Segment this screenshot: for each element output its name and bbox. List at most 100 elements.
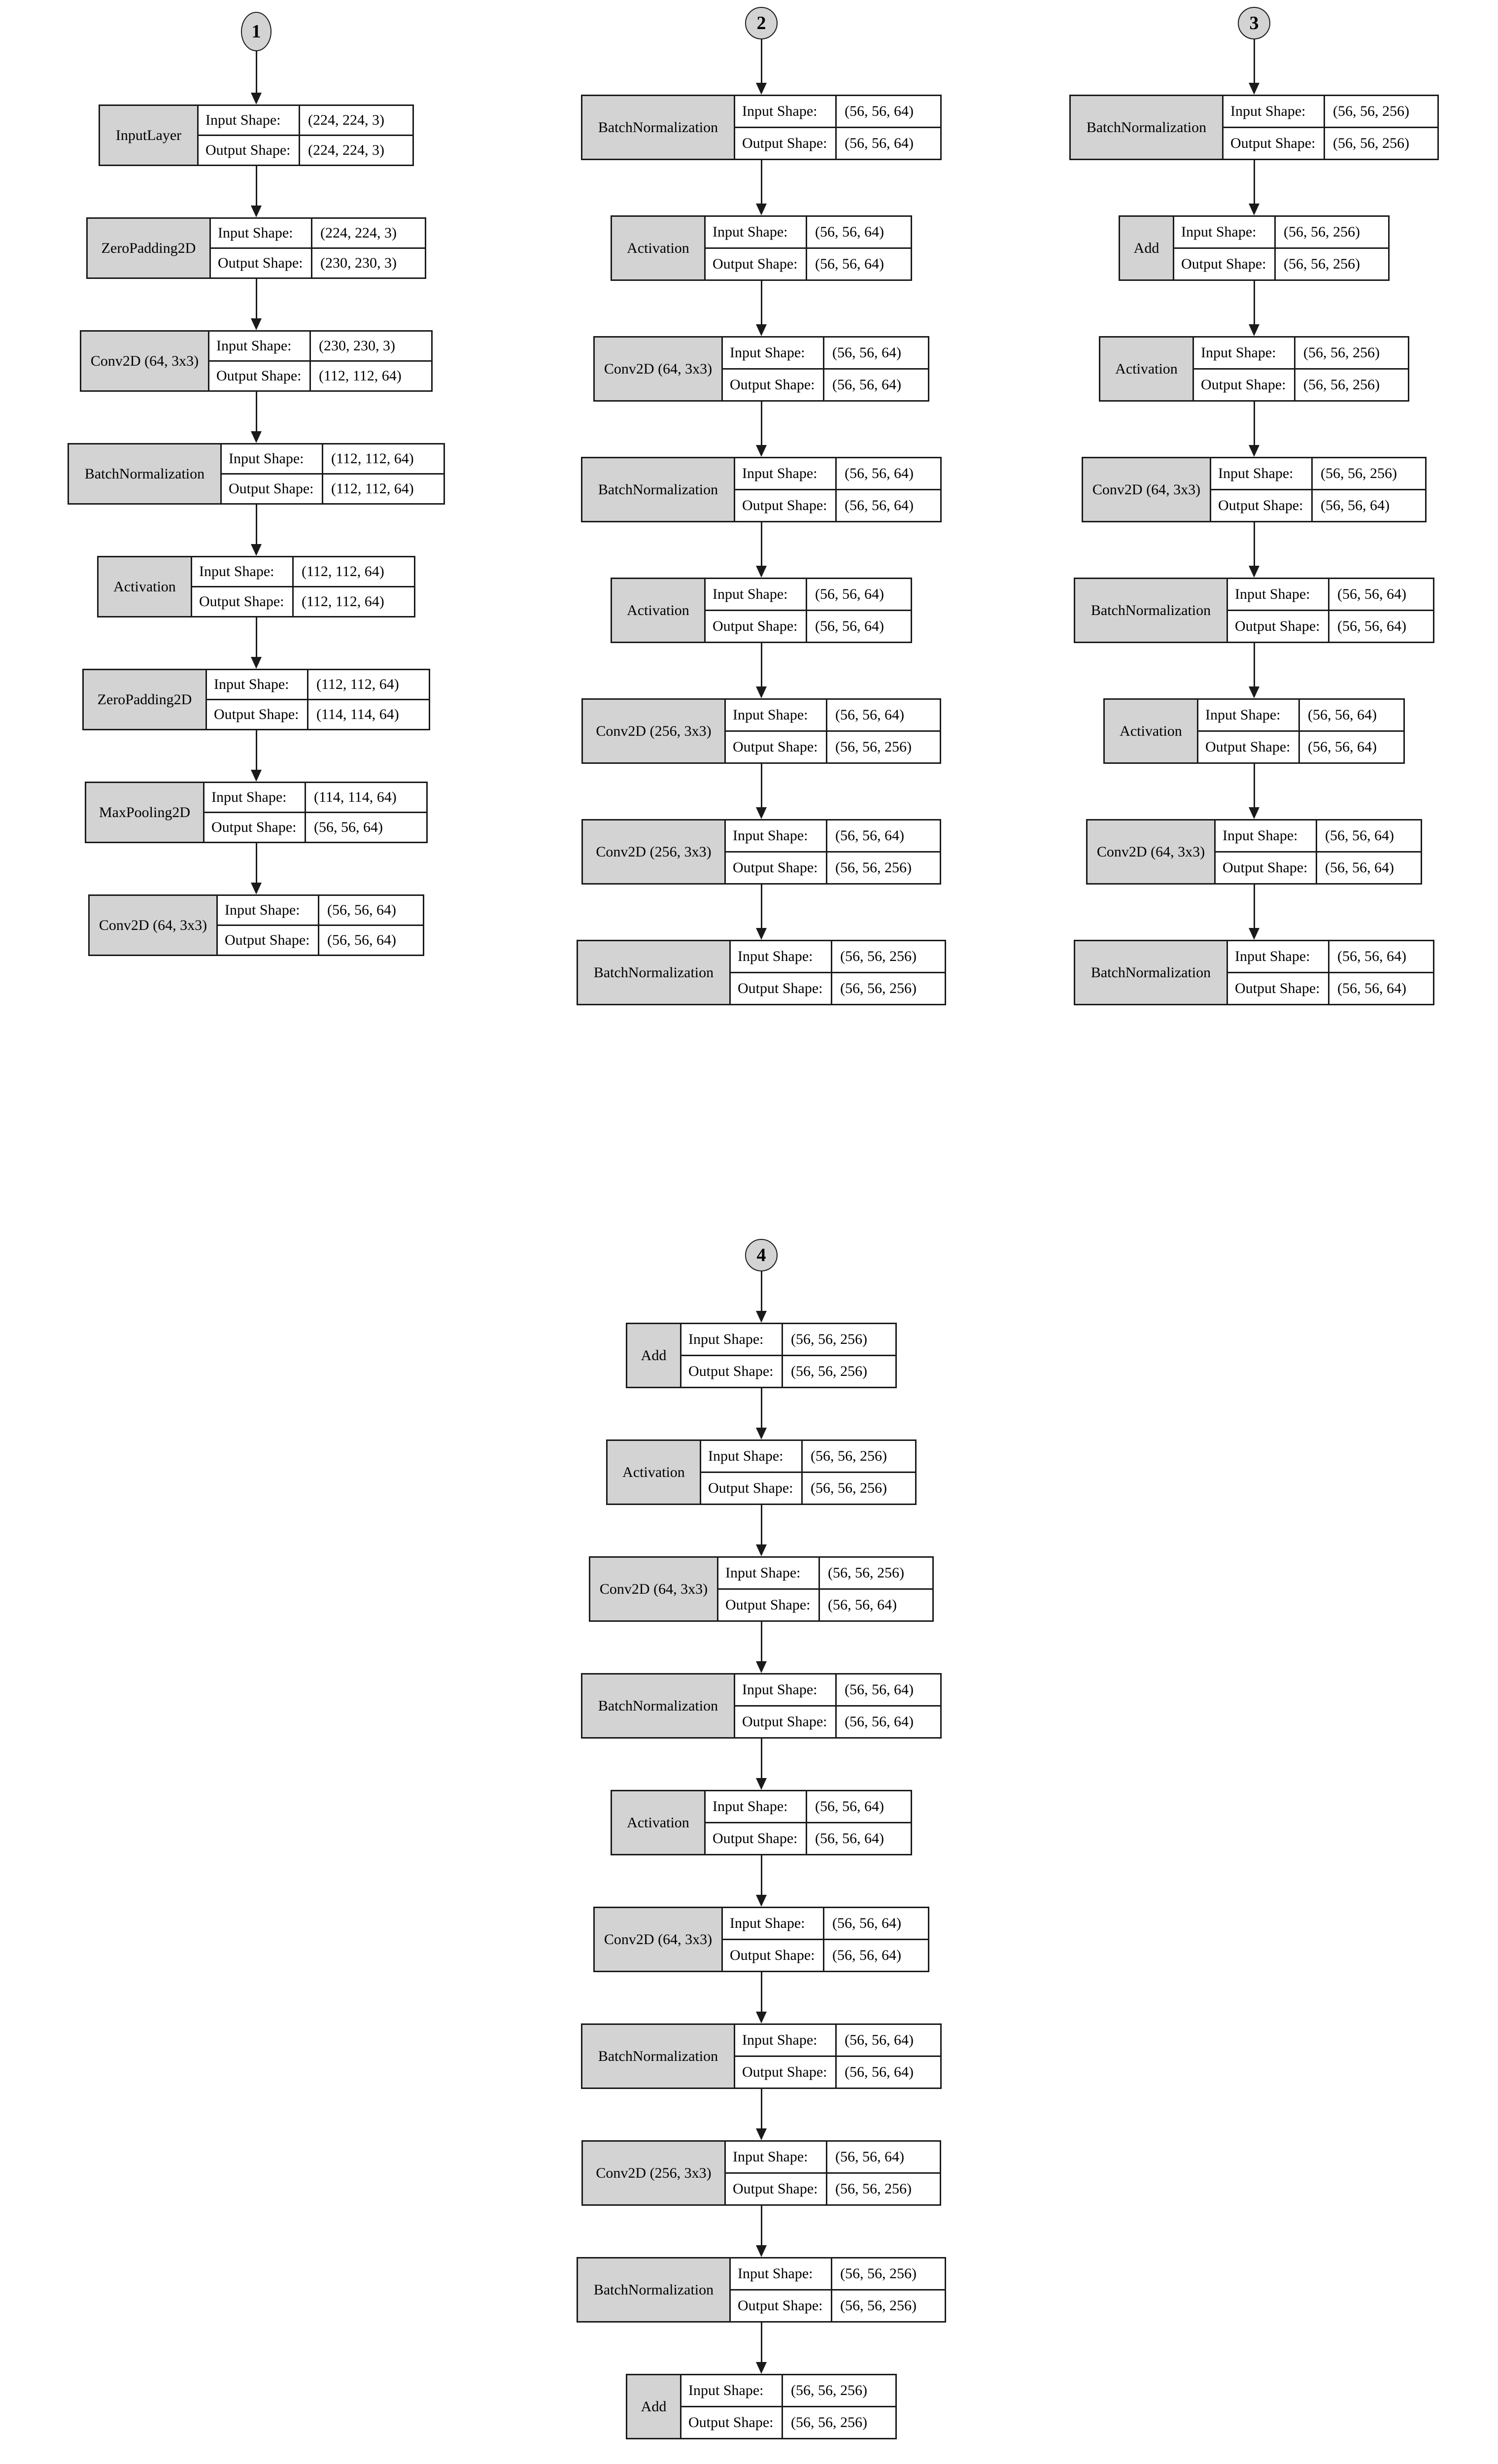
output-shape-row: Output Shape:(56, 56, 64) — [706, 611, 911, 642]
input-shape-label: Input Shape: — [218, 896, 319, 924]
output-shape-row: Output Shape:(56, 56, 64) — [735, 1707, 940, 1737]
output-shape-label: Output Shape: — [204, 813, 306, 842]
input-shape-value: (56, 56, 64) — [1308, 707, 1377, 723]
output-shape-row: Output Shape:(56, 56, 256) — [681, 2407, 895, 2438]
output-shape-label: Output Shape: — [1194, 370, 1295, 400]
arrow-shaft — [255, 279, 257, 319]
input-shape-row: Input Shape:(224, 224, 3) — [211, 219, 425, 249]
flow-arrow — [754, 2089, 769, 2140]
input-shape-label: Input Shape: — [726, 2142, 827, 2172]
layer-node[interactable]: Conv2D (64, 3x3)Input Shape:(56, 56, 256… — [589, 1556, 934, 1622]
layer-node[interactable]: Conv2D (64, 3x3)Input Shape:(230, 230, 3… — [80, 330, 433, 392]
input-shape-row: Input Shape:(56, 56, 64) — [726, 700, 940, 732]
input-shape-row: Input Shape:(56, 56, 256) — [1174, 217, 1388, 249]
layer-node[interactable]: Conv2D (256, 3x3)Input Shape:(56, 56, 64… — [581, 698, 941, 764]
arrow-head-icon — [251, 657, 262, 669]
layer-shape-table: Input Shape:(56, 56, 64)Output Shape:(56… — [1198, 700, 1403, 762]
output-shape-value: (56, 56, 64) — [1337, 980, 1406, 996]
layer-node[interactable]: Conv2D (64, 3x3)Input Shape:(56, 56, 64)… — [593, 336, 929, 402]
arrow-shaft — [760, 1855, 762, 1895]
layer-node[interactable]: Conv2D (64, 3x3)Input Shape:(56, 56, 64)… — [593, 1907, 929, 1972]
layer-name: Activation — [1105, 700, 1198, 762]
arrow-shaft — [760, 402, 762, 445]
input-shape-value: (56, 56, 256) — [1321, 465, 1397, 481]
arrow-shaft — [255, 392, 257, 432]
arrow-shaft — [760, 643, 762, 687]
output-shape-label: Output Shape: — [701, 1473, 803, 1504]
layer-name: Conv2D (64, 3x3) — [81, 332, 209, 390]
layer-shape-table: Input Shape:(56, 56, 256)Output Shape:(5… — [731, 2259, 945, 2321]
input-shape-value: (56, 56, 256) — [840, 2265, 917, 2282]
input-shape-value: (114, 114, 64) — [314, 789, 397, 805]
input-shape-label: Input Shape: — [735, 1675, 837, 1705]
layer-name: ZeroPadding2D — [88, 219, 211, 277]
layer-node[interactable]: Conv2D (64, 3x3)Input Shape:(56, 56, 64)… — [1086, 819, 1422, 885]
layer-name: Activation — [612, 217, 706, 279]
layer-shape-table: Input Shape:(56, 56, 256)Output Shape:(5… — [1211, 458, 1425, 521]
input-shape-label: Input Shape: — [1198, 700, 1300, 730]
output-shape-value: (56, 56, 64) — [1325, 859, 1394, 876]
layer-node[interactable]: Conv2D (64, 3x3)Input Shape:(56, 56, 256… — [1082, 457, 1427, 522]
arrow-shaft — [760, 2089, 762, 2129]
layer-shape-table: Input Shape:(56, 56, 64)Output Shape:(56… — [735, 96, 940, 159]
output-shape-row: Output Shape:(56, 56, 64) — [735, 490, 940, 521]
arrow-shaft — [760, 1622, 762, 1662]
layer-node[interactable]: Conv2D (256, 3x3)Input Shape:(56, 56, 64… — [581, 819, 941, 885]
output-shape-row: Output Shape:(224, 224, 3) — [199, 136, 412, 165]
output-shape-label: Output Shape: — [209, 362, 311, 390]
layer-node[interactable]: Conv2D (256, 3x3)Input Shape:(56, 56, 64… — [581, 2140, 941, 2206]
arrow-head-icon — [1249, 686, 1260, 698]
layer-name: BatchNormalization — [582, 458, 735, 521]
input-shape-label: Input Shape: — [735, 2025, 837, 2055]
layer-shape-table: Input Shape:(56, 56, 256)Output Shape:(5… — [731, 941, 945, 1004]
output-shape-value: (56, 56, 64) — [1337, 618, 1406, 634]
layer-node[interactable]: Conv2D (64, 3x3)Input Shape:(56, 56, 64)… — [88, 894, 424, 956]
output-shape-row: Output Shape:(56, 56, 64) — [723, 1940, 928, 1971]
output-shape-value: (56, 56, 64) — [845, 1713, 914, 1730]
arrow-head-icon — [756, 1311, 767, 1323]
input-shape-value: (56, 56, 64) — [1337, 586, 1406, 602]
output-shape-value: (56, 56, 64) — [845, 497, 914, 513]
output-shape-value: (56, 56, 64) — [1308, 739, 1377, 755]
output-shape-label: Output Shape: — [723, 1940, 824, 1971]
arrow-head-icon — [756, 83, 767, 95]
layer-name: BatchNormalization — [1071, 96, 1224, 159]
output-shape-label: Output Shape: — [211, 249, 312, 277]
arrow-head-icon — [756, 1661, 767, 1673]
arrow-head-icon — [756, 445, 767, 457]
input-shape-value: (56, 56, 64) — [845, 2032, 914, 2048]
arrow-head-icon — [756, 686, 767, 698]
arrow-shaft — [255, 617, 257, 657]
layer-shape-table: Input Shape:(114, 114, 64)Output Shape:(… — [204, 783, 426, 842]
input-shape-label: Input Shape: — [199, 106, 300, 135]
input-shape-label: Input Shape: — [706, 217, 807, 247]
arrow-head-icon — [756, 807, 767, 819]
arrow-shaft — [255, 843, 257, 883]
input-shape-label: Input Shape: — [1228, 579, 1329, 610]
input-shape-value: (224, 224, 3) — [308, 112, 384, 128]
